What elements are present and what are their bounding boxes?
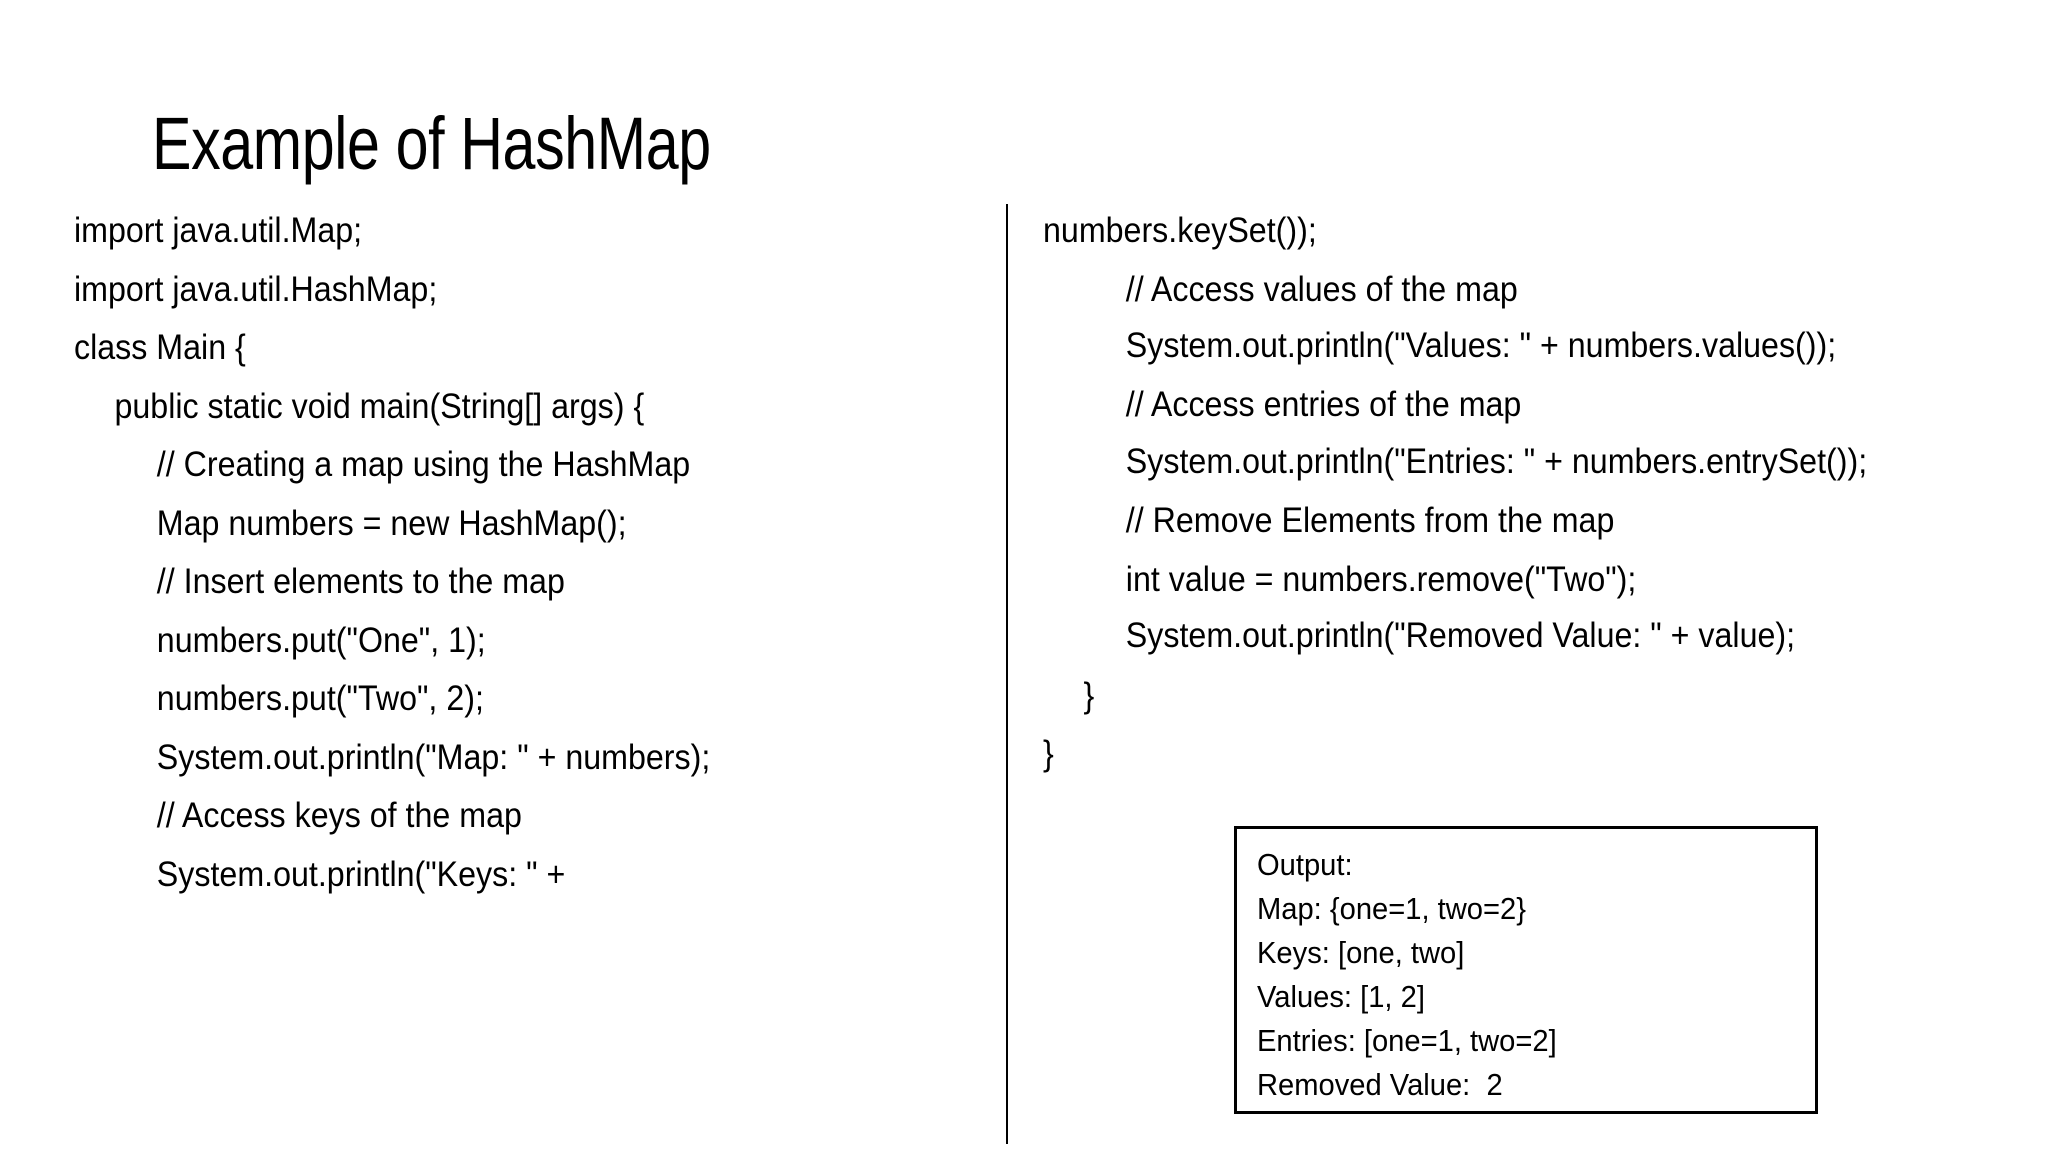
code-line: public static void main(String[] args) { xyxy=(114,386,645,426)
code-line: numbers.put("Two", 2); xyxy=(156,679,484,719)
page-title: Example of HashMap xyxy=(152,101,711,185)
code-column-left: import java.util.Map; import java.util.H… xyxy=(74,208,954,911)
code-line: } xyxy=(1043,734,1054,774)
output-line: Keys: [one, two] xyxy=(1257,935,1465,971)
code-line: System.out.println("Keys: " + xyxy=(156,855,566,895)
code-line: import java.util.Map; xyxy=(74,211,363,250)
code-line: } xyxy=(1083,675,1095,715)
code-line: class Main { xyxy=(74,328,246,368)
code-line: int value = numbers.remove("Two"); xyxy=(1125,559,1637,599)
code-line: // Remove Elements from the map xyxy=(1125,501,1615,541)
code-line: System.out.println("Entries: " + numbers… xyxy=(1125,441,1868,481)
code-column-right: numbers.keySet()); // Access values of t… xyxy=(1043,208,1943,790)
output-box: Output: Map: {one=1, two=2} Keys: [one, … xyxy=(1234,826,1818,1114)
output-line: Entries: [one=1, two=2] xyxy=(1257,1023,1557,1059)
code-line: numbers.keySet()); xyxy=(1043,211,1317,250)
code-line: // Access keys of the map xyxy=(156,796,522,836)
code-line: Map numbers = new HashMap(); xyxy=(156,503,627,543)
column-divider xyxy=(1006,204,1008,1144)
code-line: // Access values of the map xyxy=(1125,269,1518,309)
code-line: System.out.println("Removed Value: " + v… xyxy=(1125,616,1796,656)
code-line: // Insert elements to the map xyxy=(156,562,565,602)
code-line: numbers.put("One", 1); xyxy=(156,620,486,660)
code-line: import java.util.HashMap; xyxy=(74,269,438,309)
output-line: Output: xyxy=(1257,847,1353,882)
output-line: Values: [1, 2] xyxy=(1257,979,1425,1015)
code-line: System.out.println("Values: " + numbers.… xyxy=(1125,326,1837,366)
code-line: // Access entries of the map xyxy=(1125,385,1522,425)
output-line: Map: {one=1, two=2} xyxy=(1257,891,1526,927)
code-line: // Creating a map using the HashMap xyxy=(156,445,691,485)
output-line: Removed Value: 2 xyxy=(1257,1067,1503,1103)
code-line: System.out.println("Map: " + numbers); xyxy=(156,737,711,777)
